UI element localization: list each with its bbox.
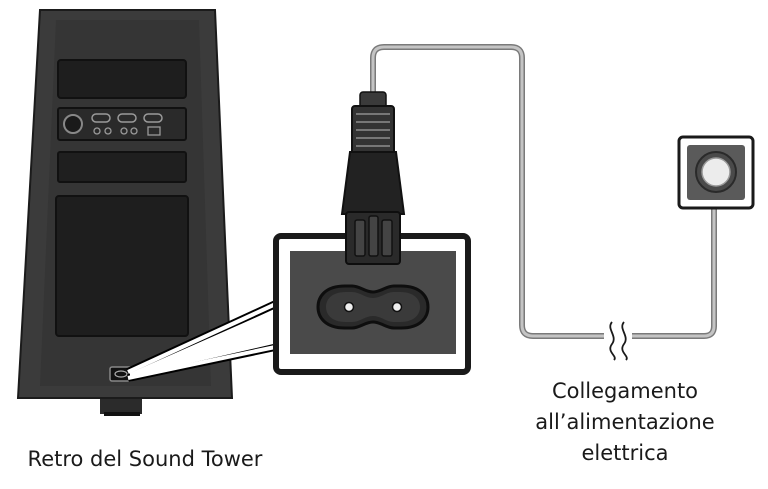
- sound-tower-illustration: [16, 9, 234, 416]
- power-cable: [370, 44, 717, 361]
- rear-panel: [55, 195, 189, 337]
- socket-pin: [391, 301, 403, 313]
- speaker-foot: [100, 396, 142, 414]
- callout-lines: [126, 298, 282, 382]
- caption-line: Collegamento: [551, 379, 699, 403]
- cable-break-mark: [609, 321, 616, 361]
- panel-jack: [104, 127, 112, 135]
- speaker-foot: [104, 412, 140, 416]
- panel-jack: [120, 127, 128, 135]
- caption-line: all’alimentazione: [535, 410, 715, 434]
- power-plug-icon: [340, 91, 406, 265]
- power-connection-caption: Collegamento all’alimentazione elettrica: [520, 376, 730, 469]
- panel-jack: [130, 127, 138, 135]
- panel-button: [91, 113, 111, 123]
- panel-button: [143, 113, 163, 123]
- cable-break-mark: [621, 321, 628, 361]
- device-back-caption: Retro del Sound Tower: [27, 447, 263, 471]
- panel-button: [117, 113, 137, 123]
- wall-outlet-icon: [677, 135, 755, 210]
- panel-port: [147, 126, 161, 136]
- control-panel: [57, 107, 187, 141]
- volume-knob-icon: [63, 114, 83, 134]
- panel-jack: [93, 127, 101, 135]
- middle-slot: [57, 151, 187, 183]
- speaker-ac-inlet-hole: [114, 370, 128, 378]
- top-handle-slot: [57, 59, 187, 99]
- inlet-zoom-box: [273, 233, 471, 375]
- socket-pin: [343, 301, 355, 313]
- caption-line: elettrica: [581, 441, 669, 465]
